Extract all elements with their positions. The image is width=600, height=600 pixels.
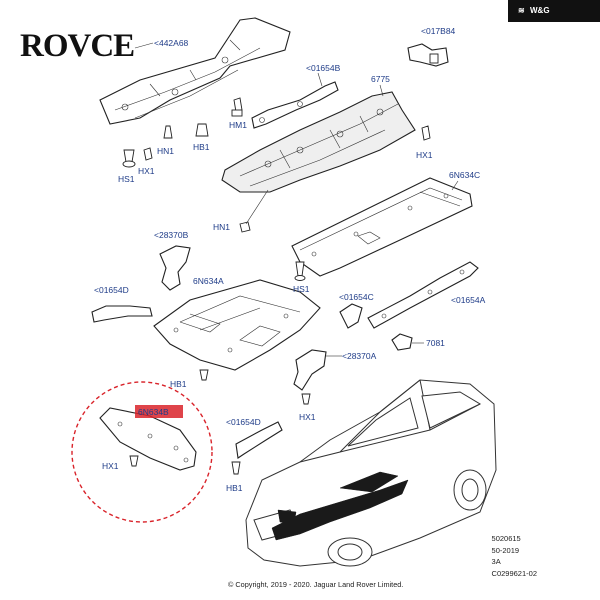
label-6N634A: 6N634A xyxy=(193,276,224,286)
badge-text: W&G xyxy=(530,6,550,15)
info-line-2: 50-2019 xyxy=(491,545,520,555)
highlight-6N634B xyxy=(135,405,183,418)
hardware-HX1-left[interactable] xyxy=(143,147,153,161)
part-01654D-left[interactable] xyxy=(91,305,153,323)
part-6775[interactable] xyxy=(221,91,416,193)
hardware-HM1[interactable] xyxy=(231,97,243,117)
part-28370B[interactable] xyxy=(159,245,191,291)
label-6N634C: 6N634C xyxy=(449,170,480,180)
label-HM1: HM1 xyxy=(229,120,247,130)
info-line-1: 5020615 xyxy=(491,534,521,543)
part-6N634C[interactable] xyxy=(291,177,473,277)
part-7081[interactable] xyxy=(391,333,413,351)
part-01654B[interactable] xyxy=(251,81,339,129)
label-01654C: <01654C xyxy=(339,292,374,302)
source-badge: ≋ W&G xyxy=(508,0,600,22)
label-442A68: <442A68 xyxy=(154,38,189,48)
part-017B84[interactable] xyxy=(407,43,449,67)
hardware-HX1-callout[interactable] xyxy=(129,455,139,467)
part-01654A[interactable] xyxy=(367,261,479,329)
label-HS1-left: HS1 xyxy=(118,174,135,184)
hardware-HS1-mid[interactable] xyxy=(294,261,306,281)
part-01654D-lower[interactable] xyxy=(235,421,283,459)
label-HS1-mid: HS1 xyxy=(293,284,310,294)
part-442A68[interactable] xyxy=(99,17,291,125)
part-6N634B[interactable] xyxy=(99,407,197,471)
info-line-3: 3A xyxy=(491,557,501,566)
hardware-HX1-mid[interactable] xyxy=(301,393,311,405)
label-HX1-mid: HX1 xyxy=(299,412,316,422)
label-HN1-mid: HN1 xyxy=(213,222,230,232)
hardware-HB1-top[interactable] xyxy=(195,123,209,137)
part-28370A[interactable] xyxy=(293,349,327,391)
hardware-HB1-mid[interactable] xyxy=(199,369,209,381)
label-HB1-top: HB1 xyxy=(193,142,210,152)
brand-logo: ROVCE xyxy=(20,28,135,64)
label-HB1-lower: HB1 xyxy=(226,483,243,493)
hardware-HS1-left[interactable] xyxy=(122,149,136,168)
label-HX1-right: HX1 xyxy=(416,150,433,160)
hardware-HN1-mid[interactable] xyxy=(239,221,251,233)
copyright-text: © Copyright, 2019 - 2020. Jaguar Land Ro… xyxy=(228,580,404,589)
label-01654A: <01654A xyxy=(451,295,486,305)
label-01654D-lower: <01654D xyxy=(226,417,261,427)
hardware-HX1-right[interactable] xyxy=(421,125,431,141)
info-line-4: C0299621-02 xyxy=(491,568,537,578)
label-28370A: <28370A xyxy=(342,351,377,361)
label-28370B: <28370B xyxy=(154,230,189,240)
car-illustration xyxy=(245,379,497,567)
label-HX1-left: HX1 xyxy=(138,166,155,176)
label-HB1-mid: HB1 xyxy=(170,379,187,389)
label-7081: 7081 xyxy=(426,338,445,348)
hardware-HN1-top[interactable] xyxy=(163,125,173,139)
hardware-HB1-lower[interactable] xyxy=(231,461,241,475)
part-6N634A[interactable] xyxy=(153,279,321,371)
label-017B84: <017B84 xyxy=(421,26,456,36)
label-01654B: <01654B xyxy=(306,63,341,73)
wifi-icon: ≋ xyxy=(518,6,525,15)
part-01654C[interactable] xyxy=(339,303,363,329)
label-HX1-callout: HX1 xyxy=(102,461,119,471)
label-6775: 6775 xyxy=(371,74,390,84)
callout-circle xyxy=(71,381,213,523)
label-01654D-left: <01654D xyxy=(94,285,129,295)
diagram-info: 5020615 50-2019 3A C0299621-02 xyxy=(492,533,537,579)
label-HN1-top: HN1 xyxy=(157,146,174,156)
label-6N634B: 6N634B xyxy=(138,407,169,417)
